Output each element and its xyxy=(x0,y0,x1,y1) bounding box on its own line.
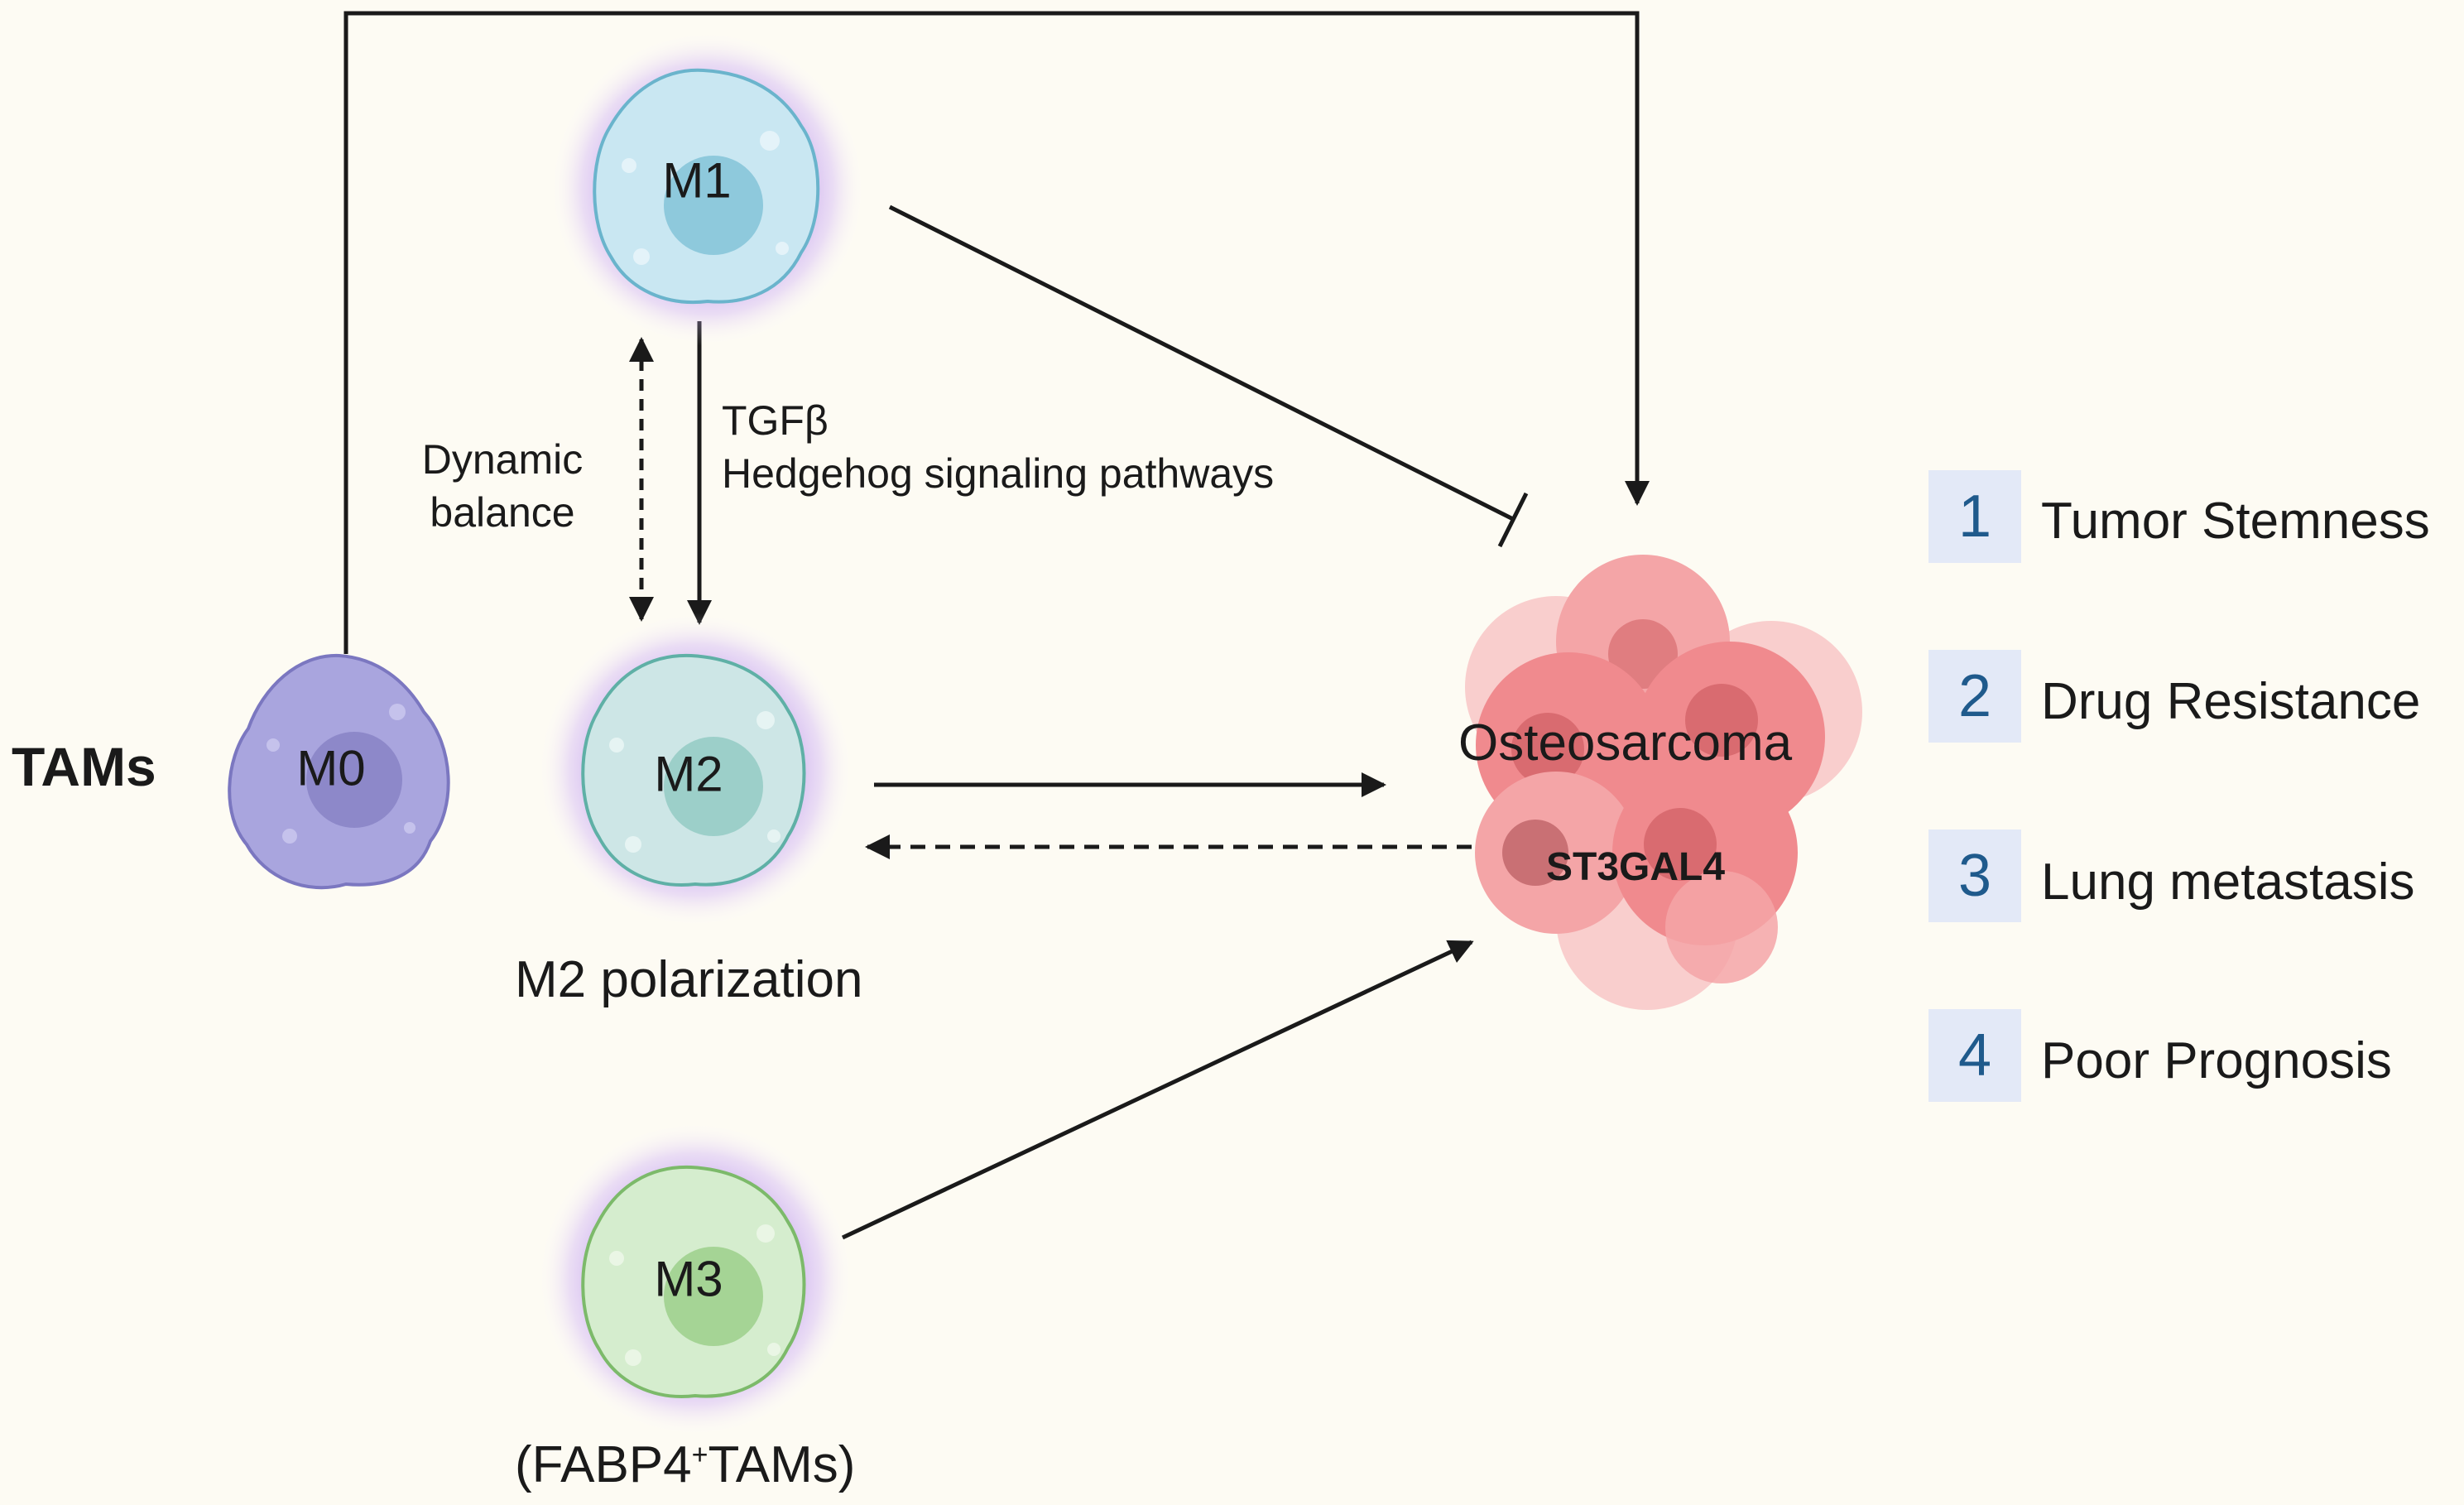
connectors xyxy=(343,11,1650,1240)
m1-label: M1 xyxy=(662,152,732,209)
m0-to-osteosarcoma-arrow xyxy=(343,11,1650,654)
m3-label: M3 xyxy=(654,1251,723,1307)
outcome-text-2: Drug Resistance xyxy=(2041,673,2421,730)
dynamic-balance-line-1: Dynamic xyxy=(421,436,584,483)
m1-inhibits-osteosarcoma-line xyxy=(888,204,1515,522)
outcome-number-3: 3 xyxy=(1928,829,2021,922)
fabp4-tams-label: (FABP4+TAMs) xyxy=(515,1435,855,1494)
fabp4-suffix: TAMs) xyxy=(708,1436,856,1493)
st3gal4-label: ST3GAL4 xyxy=(1546,845,1726,889)
fabp4-prefix: (FABP4 xyxy=(515,1436,692,1493)
osteosarcoma-label: Osteosarcoma xyxy=(1458,714,1793,772)
tams-label: TAMs xyxy=(12,736,156,797)
m3-cell xyxy=(538,1122,853,1436)
outcome-text-4: Poor Prognosis xyxy=(2041,1032,2392,1089)
tgfb-label: TGFβ xyxy=(722,397,829,444)
outcome-text-1: Tumor Stemness xyxy=(2041,493,2430,550)
m3-to-osteosarcoma-arrow xyxy=(841,940,1474,1240)
outcome-text-3: Lung metastasis xyxy=(2041,853,2415,911)
osteosarcoma-tumor xyxy=(1465,555,1862,1010)
outcome-number-1: 1 xyxy=(1928,470,2021,563)
dynamic-balance-line-2: balance xyxy=(430,489,575,536)
m2-polarization-label: M2 polarization xyxy=(515,951,863,1008)
dynamic-balance-label: Dynamic balance xyxy=(407,433,598,539)
m1-cell xyxy=(550,31,865,346)
m0-cell xyxy=(228,653,450,890)
m2-label: M2 xyxy=(654,746,723,802)
inhibition-bar xyxy=(1497,492,1529,548)
outcome-number-4: 4 xyxy=(1928,1009,2021,1102)
m2-cell xyxy=(538,613,853,927)
hedgehog-label: Hedgehog signaling pathways xyxy=(722,450,1275,497)
outcome-number-2: 2 xyxy=(1928,650,2021,743)
m0-label: M0 xyxy=(296,740,366,796)
fabp4-superscript: + xyxy=(691,1439,708,1471)
